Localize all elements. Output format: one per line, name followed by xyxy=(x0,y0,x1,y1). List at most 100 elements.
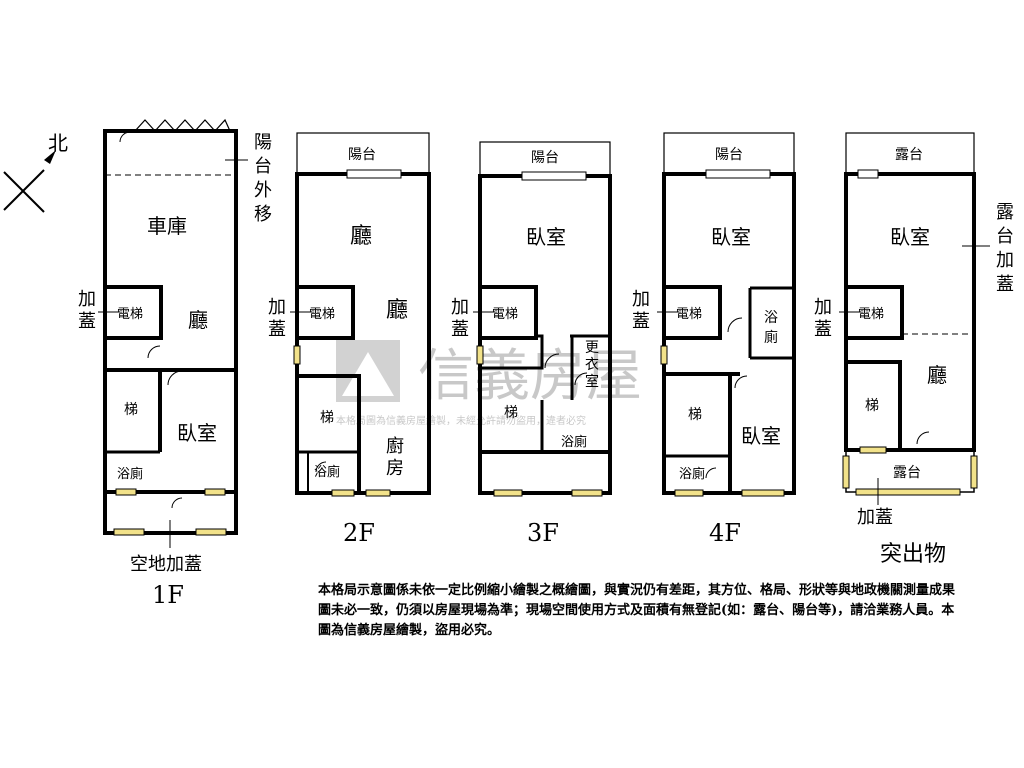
f4-bath2: 浴廁 xyxy=(679,466,705,482)
watermark: 信義房屋 本格局圖為信義房屋繪製，未經允許請勿盜用，違者必究 xyxy=(336,340,642,427)
f1-door-arc-2 xyxy=(167,370,183,386)
f4-door-arc xyxy=(727,317,743,333)
f2-outline xyxy=(295,172,431,495)
roof-door xyxy=(857,169,879,179)
roof-addition2-label: 加蓋 xyxy=(857,507,893,528)
roof-window-2 xyxy=(842,455,850,489)
roof-bedroom: 臥室 xyxy=(890,225,930,249)
f4-elevator-label: 電梯 xyxy=(676,307,702,322)
f3-balcony-label: 陽台 xyxy=(531,150,559,166)
floor-1f-labels: 車庫 電梯 廳 梯 臥室 浴廁 加蓋 空地加蓋 1F 陽台外移 xyxy=(78,132,272,609)
f4-bath: 浴廁 xyxy=(764,310,778,346)
f3-elevator-label: 電梯 xyxy=(492,307,518,322)
f1-door-arc xyxy=(147,345,161,359)
f1-window-4 xyxy=(195,528,227,536)
f1-window-3 xyxy=(113,528,145,536)
f1-folding-gate xyxy=(134,118,231,132)
roof-living: 廳 xyxy=(927,363,947,387)
f4-window-2 xyxy=(674,489,704,497)
f1-garage: 車庫 xyxy=(147,214,187,238)
f4-stairs: 梯 xyxy=(688,407,702,423)
floor-2f xyxy=(290,132,431,497)
roof-terrace2-label: 露台 xyxy=(893,465,921,481)
floor-3f xyxy=(473,141,612,497)
f3-bath: 浴廁 xyxy=(561,434,587,450)
f4-addition-label: 加蓋 xyxy=(632,289,650,332)
f2-balcony-label: 陽台 xyxy=(348,147,376,163)
f1-floor-label: 1F xyxy=(152,581,184,609)
roof-window-3 xyxy=(970,455,978,489)
f1-bath: 浴廁 xyxy=(117,466,143,482)
f4-door-arc-2 xyxy=(734,375,748,389)
f2-kitchen: 廚房 xyxy=(386,435,404,479)
f2-living: 廳 xyxy=(350,224,372,249)
f4-slide-door xyxy=(705,169,771,179)
floor-2f-labels: 陽台 廳 電梯 廳 梯 浴廁 廚房 加蓋 2F xyxy=(268,147,408,547)
floor-roof xyxy=(839,132,990,505)
f3-dressing: 更衣室 xyxy=(585,340,599,390)
roof-elevator-label: 電梯 xyxy=(858,307,884,322)
f2-stairs: 梯 xyxy=(320,410,334,426)
f3-door-arc xyxy=(544,353,560,369)
f1-living: 廳 xyxy=(188,308,208,332)
f2-window xyxy=(293,345,301,365)
f4-bedroom: 臥室 xyxy=(711,225,751,249)
f3-stairs: 梯 xyxy=(504,405,518,421)
watermark-logo-mark xyxy=(342,352,394,396)
compass-arrowhead-icon xyxy=(44,150,56,164)
f2-door-arc xyxy=(315,461,327,473)
f2-window-3 xyxy=(365,489,391,497)
f4-window-3 xyxy=(741,489,785,497)
f2-living2: 廳 xyxy=(386,298,408,323)
roof-door-arc xyxy=(916,431,930,445)
f1-stairs: 梯 xyxy=(124,402,138,418)
f4-bedroom2: 臥室 xyxy=(741,424,781,448)
f2-bath: 浴廁 xyxy=(314,464,340,480)
floor-roof-labels: 露台 臥室 電梯 梯 廳 露台 加蓋 露台加蓋 加蓋 突出物 xyxy=(814,147,1014,567)
roof-floor-label: 突出物 xyxy=(880,542,946,567)
f2-addition-label: 加蓋 xyxy=(268,297,286,340)
floor-4f xyxy=(657,132,796,497)
roof-stairs: 梯 xyxy=(865,398,879,414)
f1-vacant-addition: 空地加蓋 xyxy=(130,554,202,575)
f1-balcony-moved-out-vertical: 陽台外移 xyxy=(254,132,272,225)
f1-elevator-label: 電梯 xyxy=(117,307,143,322)
f3-addition-label: 加蓋 xyxy=(451,297,469,340)
compass: 北 xyxy=(3,131,68,213)
f1-door-arc-3 xyxy=(119,131,131,143)
f2-elevator-label: 電梯 xyxy=(309,307,335,322)
disclaimer-note: 本格局示意圖係未依一定比例縮小繪製之概繪圖，與實況仍有差距，其方位、格局、形狀等… xyxy=(318,583,956,638)
f2-floor-label: 2F xyxy=(343,519,375,547)
f3-slide-door xyxy=(521,171,587,181)
compass-north-arrow xyxy=(3,169,45,211)
f4-floor-label: 4F xyxy=(709,519,741,547)
f1-window-2 xyxy=(204,488,226,496)
floor-1f xyxy=(98,118,248,548)
f2-window-2 xyxy=(331,489,355,497)
f4-window xyxy=(660,345,668,365)
floor-4f-labels: 陽台 臥室 電梯 浴廁 梯 浴廁 臥室 加蓋 4F xyxy=(632,147,781,547)
roof-addition-label: 加蓋 xyxy=(814,297,832,340)
f1-addition-label: 加蓋 xyxy=(78,289,96,332)
f3-hall-wall xyxy=(480,334,544,370)
f3-window xyxy=(476,345,484,365)
f3-floor-label: 3F xyxy=(527,519,559,547)
roof-terrace-addition: 露台加蓋 xyxy=(996,202,1014,295)
roof-window xyxy=(859,446,887,454)
roof-terrace-label: 露台 xyxy=(895,147,923,163)
floor-3f-labels: 陽台 臥室 電梯 更衣室 梯 浴廁 加蓋 3F xyxy=(451,150,599,547)
f2-slide-door xyxy=(346,169,402,179)
f4-door-arc-3 xyxy=(705,467,717,479)
f3-window-3 xyxy=(571,489,603,497)
f1-window xyxy=(115,488,137,496)
watermark-notice: 本格局圖為信義房屋繪製，未經允許請勿盜用，違者必究 xyxy=(336,414,586,427)
roof-window-4 xyxy=(855,488,961,496)
f3-door-arc-2 xyxy=(574,372,588,386)
watermark-brand: 信義房屋 xyxy=(418,344,642,409)
f1-balcony-note: 陽台外移 xyxy=(254,132,272,225)
f3-window-2 xyxy=(493,489,523,497)
f4-balcony-label: 陽台 xyxy=(715,147,743,163)
f1-bedroom: 臥室 xyxy=(177,421,217,445)
compass-cross-line xyxy=(3,171,45,213)
